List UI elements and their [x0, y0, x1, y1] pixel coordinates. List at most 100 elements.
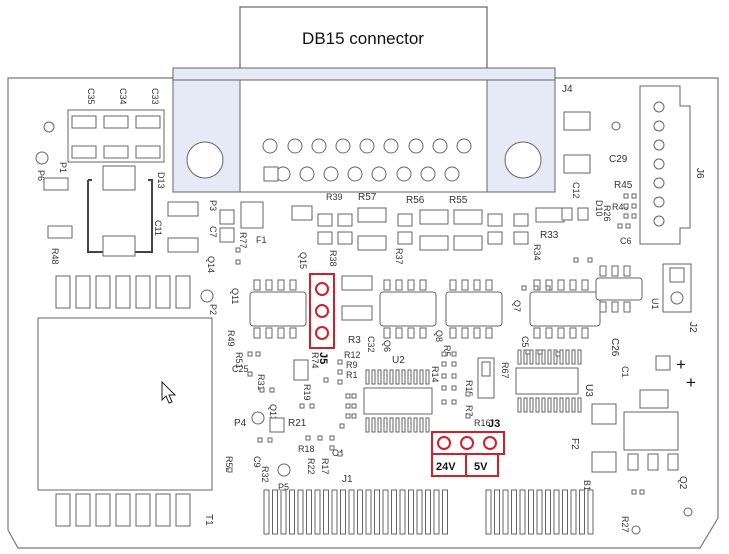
ic-pin [253, 279, 261, 291]
j1-pin [289, 489, 295, 535]
j1-pin [494, 489, 500, 535]
j1-pin [562, 489, 568, 535]
db15-pin [359, 138, 375, 154]
label-r5: R5 [442, 345, 452, 357]
ic-pin [419, 327, 427, 339]
small-pad [235, 259, 241, 265]
ic-pin [559, 397, 564, 413]
ic-pin [547, 397, 552, 413]
pad [55, 493, 71, 527]
label-c7: C7 [208, 226, 218, 238]
ic-pin [371, 417, 376, 433]
small-pad [631, 213, 637, 219]
db15-connector: DB15 connector [172, 6, 556, 193]
ic-pin [581, 279, 589, 291]
pad [135, 493, 151, 527]
j1-pin [511, 489, 517, 535]
j1-pin [357, 489, 363, 535]
small-pad [465, 413, 471, 419]
j1-pin [391, 489, 397, 535]
label-r15: R15 [464, 380, 474, 397]
label-r7: R7 [464, 405, 474, 417]
db15-pin [383, 138, 399, 154]
label-c33: C33 [150, 88, 160, 105]
small-pad [247, 351, 253, 357]
resistor [337, 213, 353, 227]
j1-pin [553, 489, 560, 535]
label-r34: R34 [532, 244, 542, 261]
db15-pin [432, 138, 448, 154]
j6-pin [653, 120, 665, 132]
small-pad [259, 387, 265, 393]
ic-pin [517, 397, 522, 413]
small-pad [631, 193, 637, 199]
ic-pin [529, 349, 534, 365]
small-pad [305, 435, 311, 441]
db15-pin [420, 166, 436, 182]
label-q11: Q11 [230, 288, 240, 304]
ic-pin [383, 279, 391, 291]
small-pad [451, 361, 457, 367]
label-p3: P3 [208, 200, 218, 211]
label-d13: D13 [156, 172, 166, 189]
j1-pin [323, 489, 329, 535]
j1-pin [382, 489, 389, 535]
label-r77: R77 [238, 232, 248, 249]
mouse-cursor-icon [161, 380, 177, 404]
ic-row [249, 265, 643, 339]
label-q7: Q7 [512, 300, 522, 312]
connector-j2 [662, 263, 692, 313]
ic-pin [395, 327, 403, 339]
resistor [487, 231, 503, 245]
ic-pin [461, 279, 469, 291]
ic-pin [407, 369, 412, 385]
pad [135, 275, 151, 309]
label-q8: Q8 [434, 330, 444, 342]
pad [75, 493, 91, 527]
label-r1: R1 [346, 370, 358, 380]
ic-pin [407, 417, 412, 433]
pad [175, 493, 191, 527]
ic-pin [289, 279, 297, 291]
j1-pin [502, 489, 509, 535]
ic-pin [401, 369, 406, 385]
label-plus-1: + [676, 355, 686, 374]
label-p4: P4 [234, 418, 247, 429]
label-r27: R27 [620, 516, 630, 533]
connector-j3 [431, 431, 505, 477]
label-r56: R56 [406, 195, 425, 206]
j1-pin [519, 489, 526, 535]
mount-hole-left [186, 141, 224, 179]
small-pad [345, 403, 351, 409]
small-pad [329, 445, 335, 451]
ic-pin [577, 397, 582, 413]
label-j3: J3 [488, 418, 500, 430]
ic-pin [419, 369, 424, 385]
ic-pin [529, 397, 534, 413]
j1-pin [331, 489, 338, 535]
small-pad [345, 393, 351, 399]
label-5v: 5V [474, 461, 488, 473]
label-r17: R17 [320, 458, 330, 475]
resistor [397, 213, 413, 227]
small-pad [257, 437, 263, 443]
label-u3: U3 [583, 384, 594, 397]
ic-pin [419, 417, 424, 433]
small-pad [441, 385, 447, 391]
pad [95, 493, 111, 527]
small-pad [329, 435, 335, 441]
label-d10: D10 [594, 200, 604, 217]
resistor [419, 235, 449, 251]
ic-pin [407, 327, 415, 339]
ic-body [363, 387, 433, 415]
label-r46: R46 [612, 202, 629, 212]
small-pad [323, 377, 329, 383]
resistor [317, 213, 333, 227]
j1-pin [416, 489, 423, 535]
label-r52: R52 [224, 456, 234, 473]
label-r19: R19 [302, 384, 312, 401]
label-j2: J2 [687, 322, 698, 333]
ic-pin [395, 417, 400, 433]
db15-pin [335, 138, 351, 154]
ic-u2-u3 [363, 349, 582, 433]
